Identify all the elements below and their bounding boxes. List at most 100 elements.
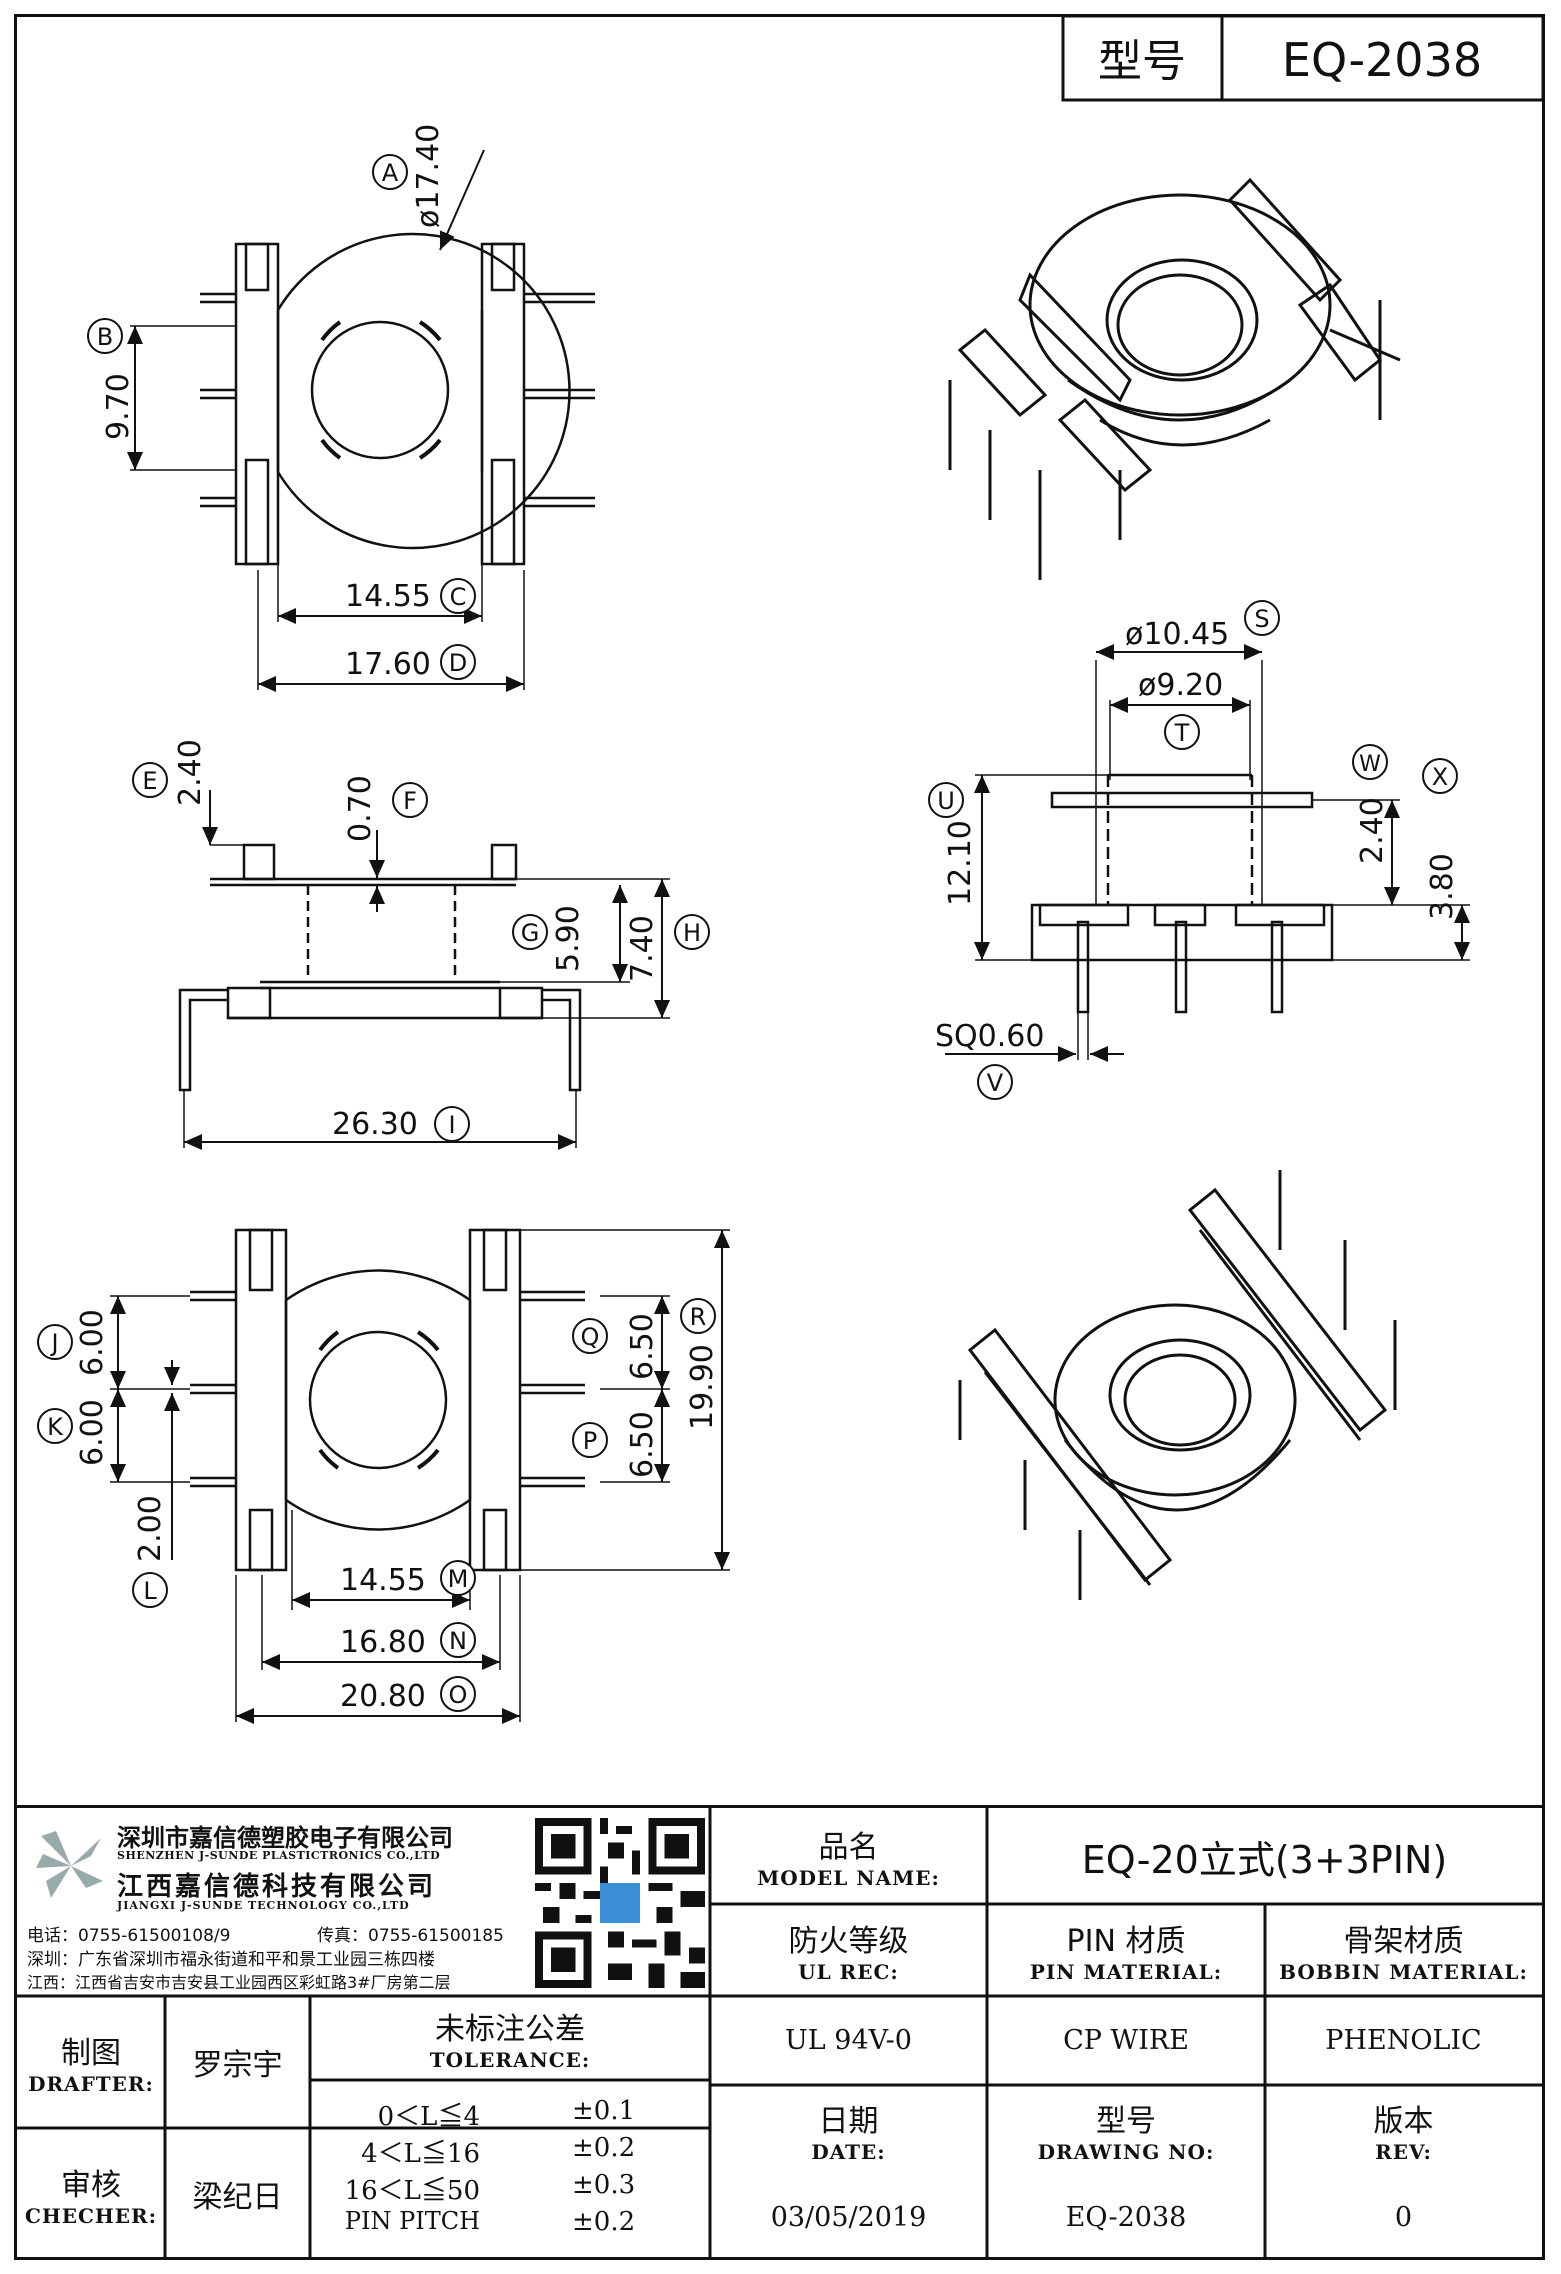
drafter-value: 罗宗宇 <box>192 2048 283 2083</box>
dim-label-A: A ø17.40 <box>372 124 446 228</box>
dim-value-I: 26.30 <box>332 1107 418 1142</box>
svg-text:T: T <box>1174 719 1190 747</box>
dim-label-L: 2.00 L <box>132 1495 168 1608</box>
title-block-grid <box>17 1808 1542 2260</box>
pin-material-label: PIN 材质 PIN MATERIAL: <box>1029 1924 1223 1984</box>
svg-text:P: P <box>583 1427 597 1455</box>
dim-value-U: 12.10 <box>943 820 978 906</box>
qr-code-icon <box>535 1818 705 1988</box>
dim-value-H: 7.40 <box>625 915 660 982</box>
svg-text:Q: Q <box>581 1323 600 1351</box>
company-logo-icon <box>36 1831 103 1898</box>
dim-value-N: 16.80 <box>340 1625 426 1660</box>
dim-label-G: G 5.90 <box>512 905 586 972</box>
dim-label-S: ø10.45 S <box>1125 600 1280 652</box>
svg-text:K: K <box>47 1413 64 1441</box>
dim-value-W: 2.40 <box>1355 797 1390 864</box>
dim-label-O: 20.80 O <box>340 1676 476 1714</box>
svg-text:L: L <box>143 1577 157 1605</box>
dim-label-Q: Q 6.50 <box>572 1313 660 1380</box>
tolerance-row: 16＜L≦50 ±0.3 <box>344 2170 636 2206</box>
dim-value-E: 2.40 <box>173 739 208 806</box>
dim-value-P: 6.50 <box>625 1411 660 1478</box>
dim-label-W: W 2.40 <box>1352 744 1390 864</box>
dim-label-U: U 12.10 <box>928 782 978 906</box>
side-view <box>178 790 670 1150</box>
date-label: 日期 DATE: <box>811 2104 886 2164</box>
pin-material-value: CP WIRE <box>1063 2025 1189 2056</box>
dim-value-O: 20.80 <box>340 1679 426 1714</box>
dim-label-X: X 3.80 <box>1422 758 1460 920</box>
top-view <box>127 149 595 692</box>
dim-label-F: 0.70 F <box>343 775 428 842</box>
date-value: 03/05/2019 <box>770 2202 927 2233</box>
dim-value-B: 9.70 <box>101 373 136 440</box>
dim-value-K: 6.00 <box>75 1399 110 1466</box>
dim-label-J: J 6.00 <box>37 1309 110 1376</box>
dim-label-C: 14.55 C <box>345 578 476 614</box>
dim-value-R: 19.90 <box>685 1344 720 1430</box>
svg-text:U: U <box>937 787 955 815</box>
tolerance-table: 0＜L≦4 ±0.1 4＜L≦16 ±0.2 16＜L≦50 ±0.3 PIN … <box>310 2080 710 2260</box>
svg-text:N: N <box>449 1627 467 1655</box>
dim-value-T: ø9.20 <box>1138 668 1223 703</box>
company-address-jx: 江西：江西省吉安市吉安县工业园西区彩虹路3#厂房第二层 <box>27 1973 451 1992</box>
ul-rec-value: UL 94V-0 <box>785 2025 912 2056</box>
company-name-sz-en: SHENZHEN J-SUNDE PLASTICTRONICS CO.,LTD <box>117 1849 441 1862</box>
dim-value-J: 6.00 <box>75 1309 110 1376</box>
bottom-view <box>110 1228 730 1724</box>
tolerance-row: 4＜L≦16 ±0.2 <box>361 2133 636 2169</box>
svg-text:M: M <box>448 1565 469 1593</box>
svg-text:D: D <box>449 649 467 677</box>
svg-text:G: G <box>521 919 540 947</box>
dim-label-V: SQ0.60 V <box>935 1019 1044 1100</box>
company-fax: 传真：0755-61500185 <box>317 1926 504 1946</box>
dim-label-P: P 6.50 <box>572 1411 660 1478</box>
dim-label-D: 17.60 D <box>345 644 476 682</box>
bobbin-material-label: 骨架材质 BOBBIN MATERIAL: <box>1279 1924 1528 1984</box>
dim-value-Q: 6.50 <box>625 1313 660 1380</box>
rev-label: 版本 REV: <box>1373 2104 1434 2164</box>
front-section-view <box>945 644 1470 1062</box>
dim-value-L: 2.00 <box>133 1495 168 1562</box>
dim-label-M: 14.55 M <box>340 1560 476 1598</box>
svg-text:S: S <box>1254 605 1269 633</box>
drafter-label: 制图 DRAFTER: <box>28 2036 154 2096</box>
model-name-value: EQ-20立式(3+3PIN) <box>1081 1837 1448 1882</box>
tolerance-row: PIN PITCH ±0.2 <box>344 2207 636 2237</box>
dim-value-S: ø10.45 <box>1125 617 1229 652</box>
dim-value-M: 14.55 <box>340 1563 426 1598</box>
dim-label-E: E 2.40 <box>132 739 208 806</box>
isometric-view-bottom <box>958 1170 1397 1600</box>
dim-value-V: SQ0.60 <box>935 1019 1044 1054</box>
svg-text:H: H <box>683 919 701 947</box>
checker-value: 梁纪日 <box>192 2180 283 2215</box>
svg-text:A: A <box>382 159 399 187</box>
dim-label-I: 26.30 I <box>332 1106 470 1142</box>
dim-label-H: 7.40 H <box>625 914 710 982</box>
svg-text:F: F <box>403 787 417 815</box>
company-name-jx: 江西嘉信德科技有限公司 <box>117 1872 437 1902</box>
dim-label-K: K 6.00 <box>37 1399 110 1466</box>
drawing-no-value: EQ-2038 <box>1065 2202 1187 2233</box>
technical-drawing: 型号 EQ-2038 <box>37 14 1545 1724</box>
dim-value-G: 5.90 <box>551 905 586 972</box>
dim-value-C: 14.55 <box>345 579 431 614</box>
svg-text:V: V <box>987 1069 1004 1097</box>
svg-text:B: B <box>97 323 113 351</box>
dim-value-F: 0.70 <box>343 775 378 842</box>
model-name-label: 品名 MODEL NAME: <box>757 1830 940 1890</box>
dim-value-X: 3.80 <box>1425 853 1460 920</box>
svg-text:O: O <box>449 1681 468 1709</box>
bobbin-material-value: PHENOLIC <box>1325 2025 1482 2056</box>
company-phone: 电话：0755-61500108/9 <box>27 1926 231 1946</box>
company-address-sz: 深圳：广东省深圳市福永街道和平和景工业园三栋四楼 <box>27 1950 435 1970</box>
tolerance-row: 0＜L≦4 ±0.1 <box>377 2096 636 2132</box>
svg-text:R: R <box>690 1303 707 1331</box>
dim-value-D: 17.60 <box>345 647 431 682</box>
rev-value: 0 <box>1394 2202 1413 2233</box>
svg-text:W: W <box>1359 752 1381 777</box>
dim-label-B: B 9.70 <box>87 318 136 440</box>
isometric-view-top <box>948 177 1401 580</box>
company-info: 深圳市嘉信德塑胶电子有限公司 SHENZHEN J-SUNDE PLASTICT… <box>17 1808 710 1996</box>
